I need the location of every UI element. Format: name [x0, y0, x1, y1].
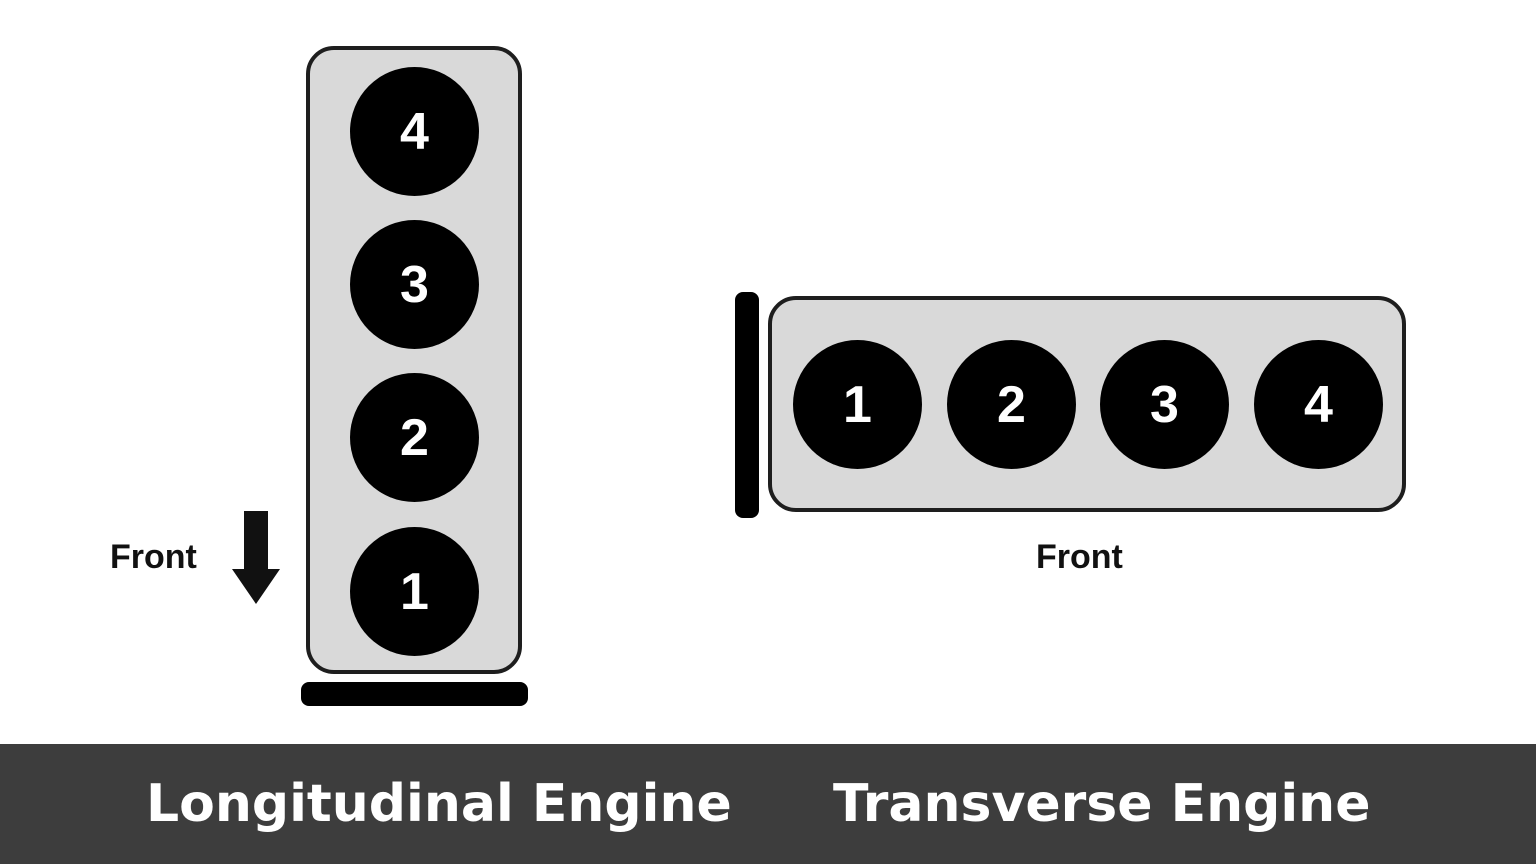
longitudinal-engine-title: Longitudinal Engine	[146, 774, 732, 834]
longitudinal-cylinder-3: 3	[350, 220, 479, 349]
longitudinal-transmission-bar	[301, 682, 528, 706]
longitudinal-front-label: Front	[110, 538, 197, 576]
longitudinal-cylinder-2: 2	[350, 373, 479, 502]
transverse-cylinder-2: 2	[947, 340, 1076, 469]
transverse-cylinder-1: 1	[793, 340, 922, 469]
transverse-transmission-bar	[735, 292, 759, 518]
transverse-front-label: Front	[1036, 538, 1123, 576]
transverse-cylinder-3: 3	[1100, 340, 1229, 469]
transverse-cylinder-4: 4	[1254, 340, 1383, 469]
longitudinal-cylinder-1: 1	[350, 527, 479, 656]
transverse-engine-title: Transverse Engine	[833, 774, 1371, 834]
arrow-down-icon	[232, 511, 280, 604]
longitudinal-cylinder-4: 4	[350, 67, 479, 196]
footer-banner	[0, 744, 1536, 864]
